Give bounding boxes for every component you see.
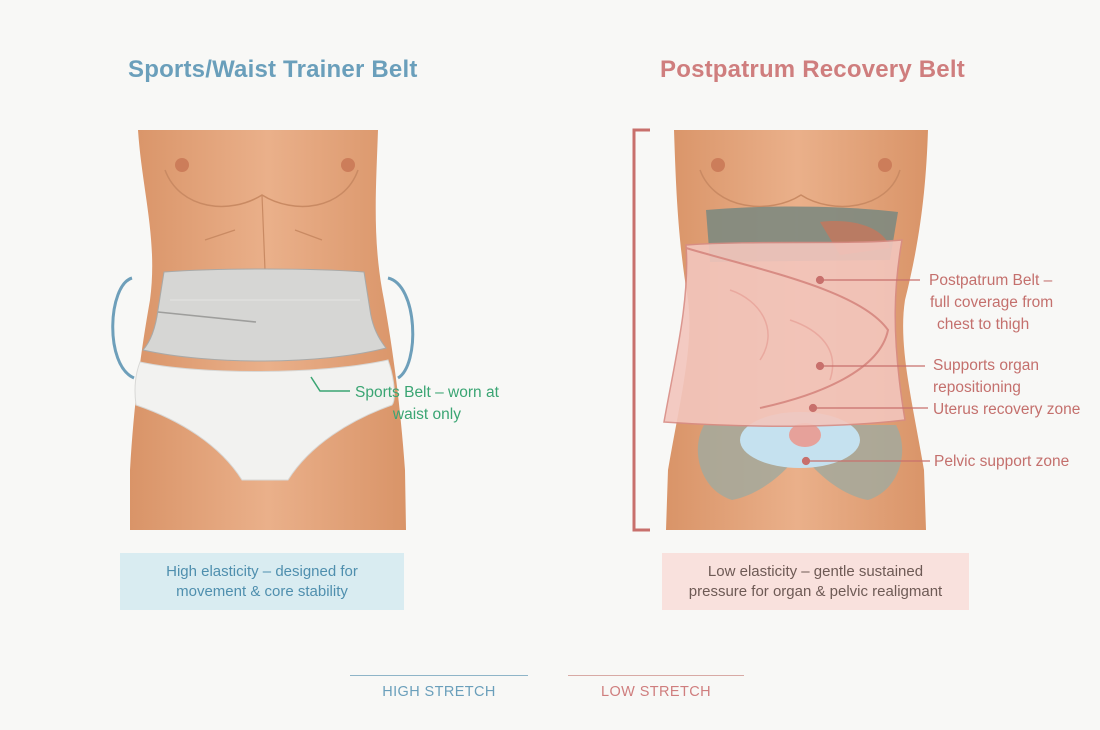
sports-callout-leader xyxy=(310,376,350,392)
postpartum-belt-callout: Postpatrum Belt – full coverage from che… xyxy=(929,270,1053,336)
recovery-belt-title: Postpatrum Recovery Belt xyxy=(660,56,965,83)
uterus-recovery-callout: Uterus recovery zone xyxy=(933,399,1080,421)
uterus-callout-line: Uterus recovery zone xyxy=(933,401,1081,418)
organ-callout-line: Supports organ xyxy=(933,357,1039,374)
organ-callout-line: repositioning xyxy=(933,379,1021,396)
recovery-belt xyxy=(663,239,906,428)
postpartum-callout-line: Postpatrum Belt – xyxy=(929,272,1053,289)
recovery-callout-leaders xyxy=(801,275,930,466)
high-elasticity-note: High elasticity – designed for movement … xyxy=(120,553,404,610)
sports-callout-line: waist only xyxy=(392,406,461,423)
legend-low-label: LOW STRETCH xyxy=(601,684,711,700)
sports-underwear xyxy=(134,359,395,481)
legend-low-stretch: LOW STRETCH xyxy=(568,675,744,700)
sports-belt xyxy=(142,268,387,362)
sports-callout-line: Sports Belt – worn at xyxy=(355,384,499,401)
note-line: pressure for organ & pelvic realigmant xyxy=(688,582,943,600)
legend-low-line xyxy=(568,675,744,676)
postpartum-callout-line: full coverage from xyxy=(930,294,1054,311)
low-elasticity-note: Low elasticity – gentle sustained pressu… xyxy=(662,553,969,610)
note-line: movement & core stability xyxy=(176,582,348,600)
pelvic-support-callout: Pelvic support zone xyxy=(934,451,1069,473)
legend-high-line xyxy=(350,675,528,676)
pelvic-callout-line: Pelvic support zone xyxy=(934,453,1070,470)
recovery-full-length-bracket xyxy=(632,128,650,532)
note-line: High elasticity – designed for xyxy=(166,562,358,580)
sports-belt-callout: Sports Belt – worn at waist only xyxy=(355,382,499,426)
note-line: Low elasticity – gentle sustained xyxy=(707,562,924,580)
sports-side-brackets xyxy=(111,276,415,380)
postpartum-callout-line: chest to thigh xyxy=(937,316,1030,333)
legend-high-label: HIGH STRETCH xyxy=(382,684,496,700)
organ-repositioning-callout: Supports organ repositioning xyxy=(933,355,1039,399)
sports-belt-title: Sports/Waist Trainer Belt xyxy=(128,56,418,83)
legend-high-stretch: HIGH STRETCH xyxy=(350,675,528,700)
